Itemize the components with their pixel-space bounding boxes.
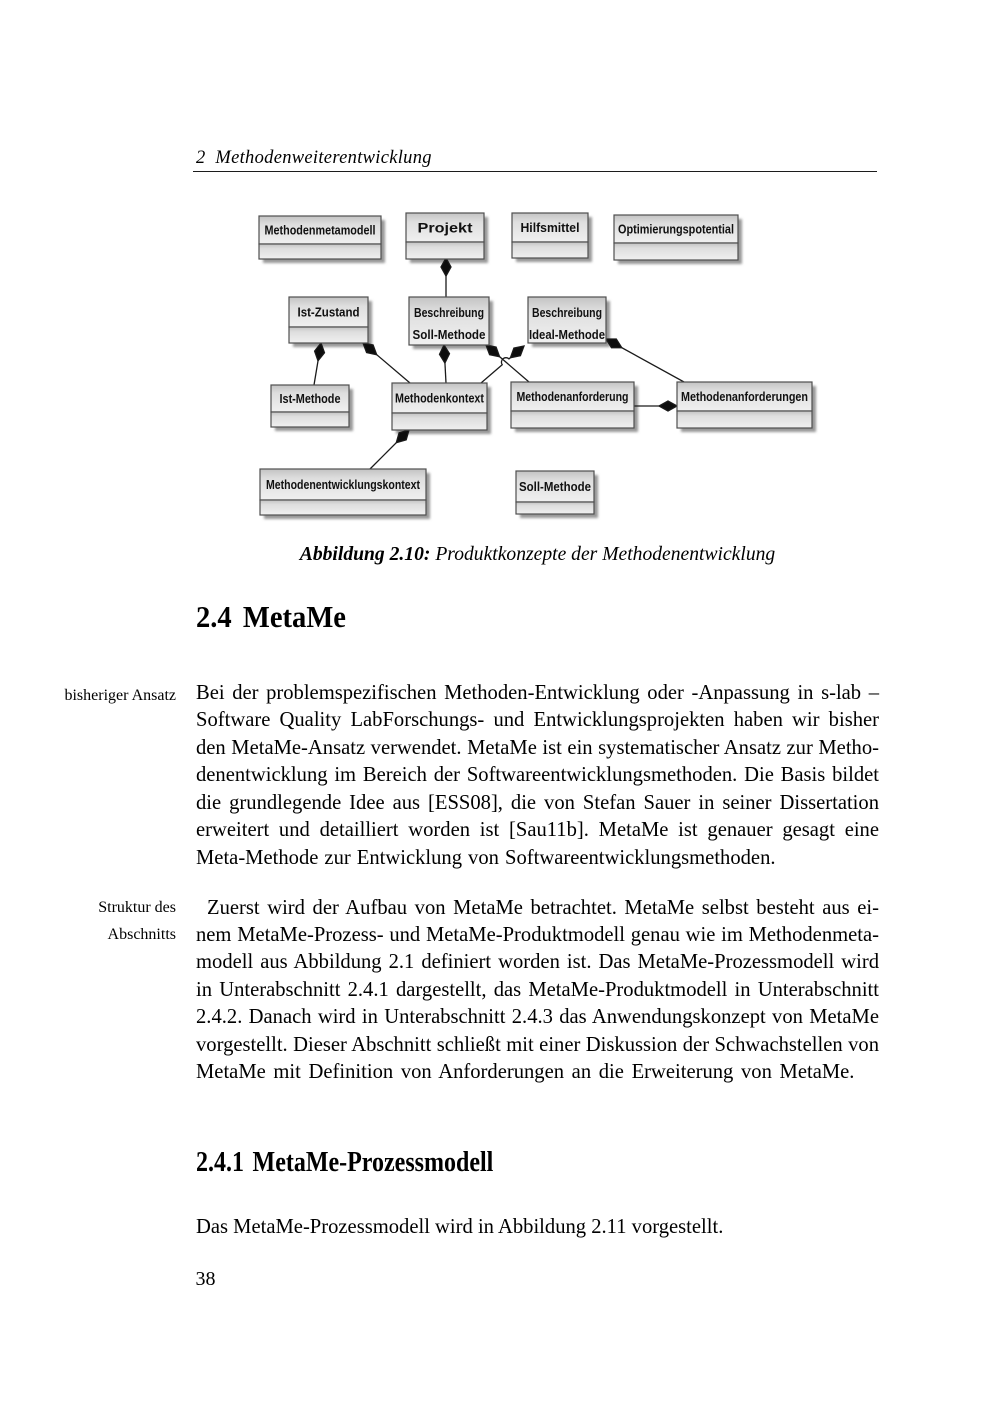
svg-text:Projekt: Projekt: [418, 221, 474, 236]
svg-text:Ist-Zustand: Ist-Zustand: [298, 306, 360, 320]
svg-text:Methodenanforderungen: Methodenanforderungen: [681, 390, 808, 404]
svg-text:Ideal-Methode: Ideal-Methode: [529, 328, 605, 342]
svg-text:Beschreibung: Beschreibung: [532, 306, 602, 320]
svg-text:Methodenkontext: Methodenkontext: [395, 392, 485, 406]
svg-text:Beschreibung: Beschreibung: [414, 306, 484, 320]
svg-text:Soll-Methode: Soll-Methode: [519, 480, 591, 494]
svg-text:Methodenanforderung: Methodenanforderung: [517, 390, 629, 404]
svg-text:Methodenmetamodell: Methodenmetamodell: [265, 224, 376, 238]
svg-text:Soll-Methode: Soll-Methode: [413, 328, 486, 342]
svg-text:Methodenentwicklungskontext: Methodenentwicklungskontext: [266, 478, 421, 492]
svg-text:Ist-Methode: Ist-Methode: [280, 392, 341, 406]
svg-text:Optimierungspotential: Optimierungspotential: [618, 223, 734, 237]
svg-text:Hilfsmittel: Hilfsmittel: [521, 221, 580, 235]
